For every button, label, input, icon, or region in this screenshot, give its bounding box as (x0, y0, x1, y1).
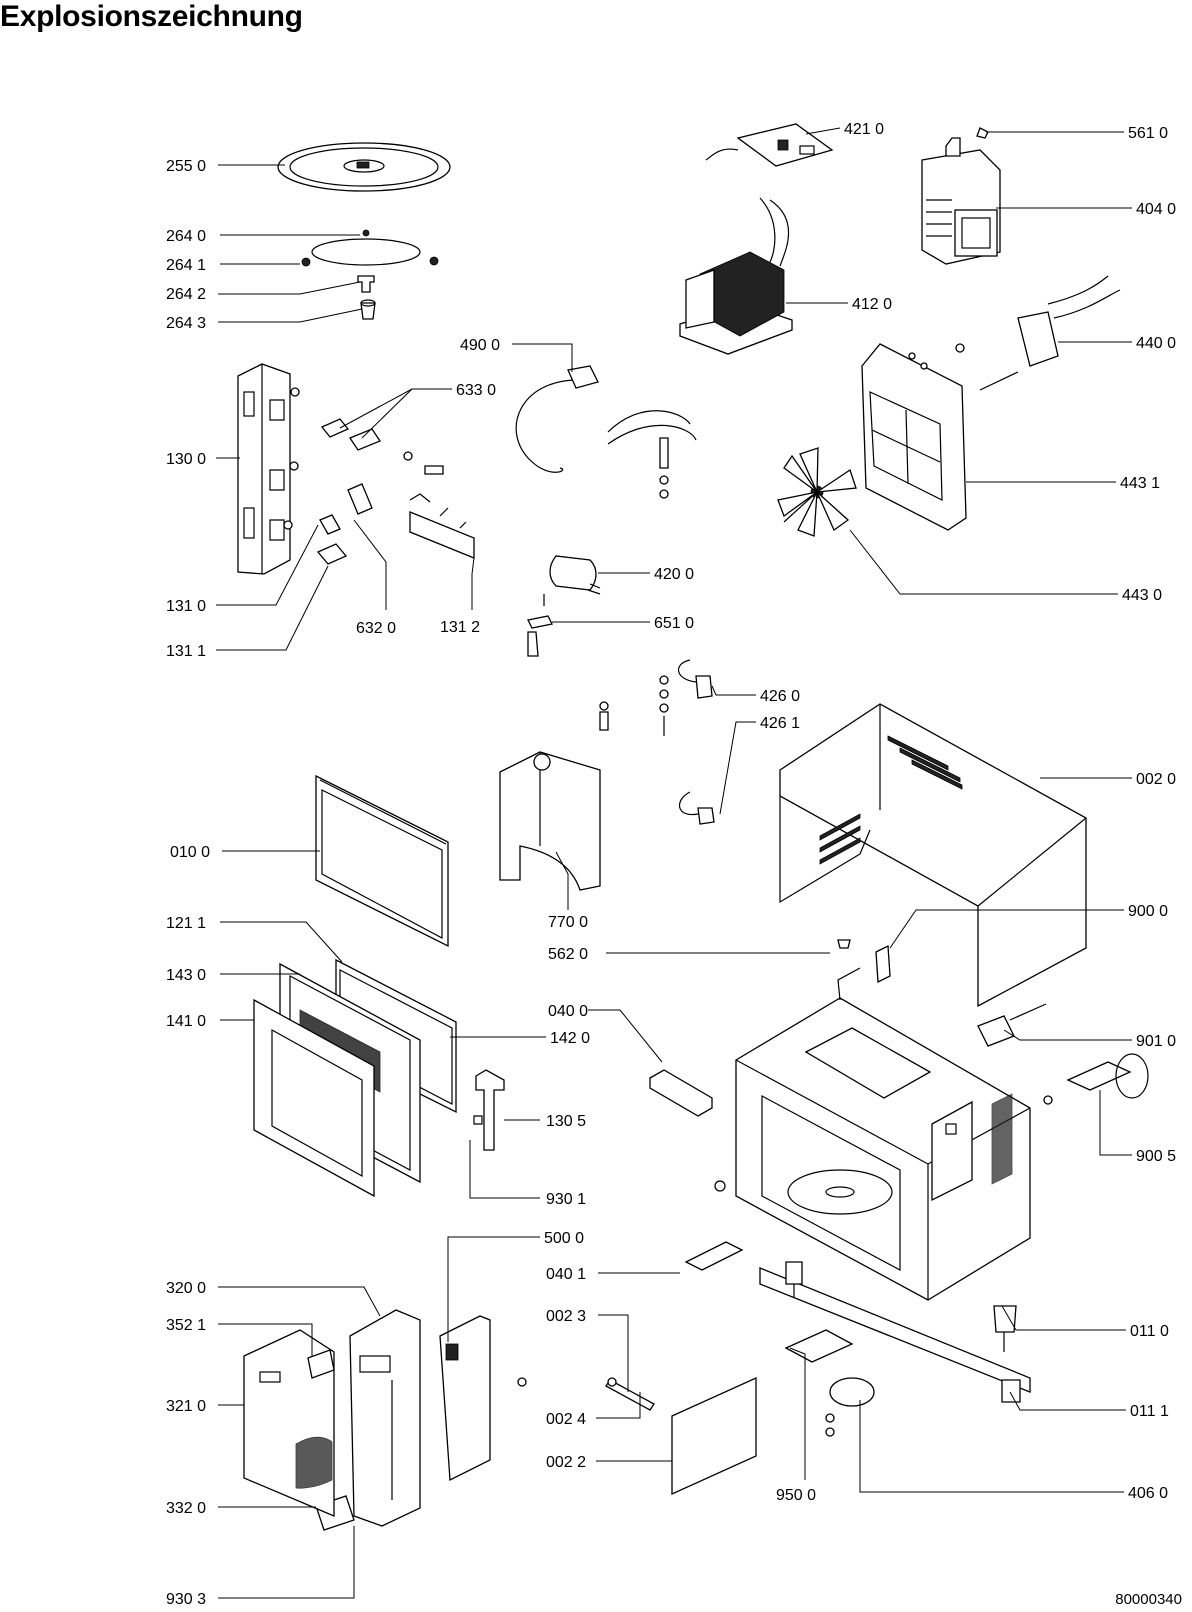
callout-0023: 002 3 (546, 1308, 586, 1325)
callout-4260: 426 0 (760, 688, 800, 705)
door-choke-frame (315, 774, 449, 948)
base-feet (759, 1261, 1031, 1403)
callout-6320: 632 0 (356, 620, 396, 637)
callout-1211: 121 1 (166, 915, 206, 932)
callout-4200: 420 0 (654, 566, 694, 583)
switch-bracket (409, 493, 475, 559)
fan-motor (955, 275, 1121, 391)
callout-0110: 011 0 (1130, 1323, 1169, 1340)
callout-9500: 950 0 (776, 1487, 816, 1504)
callout-labels: 255 0 264 0 264 1 264 2 264 3 130 0 633 … (166, 121, 1176, 1608)
lamp-socket (527, 594, 553, 657)
transformer (679, 197, 793, 355)
fan-housing (861, 343, 967, 531)
callout-4060: 406 0 (1128, 1485, 1168, 1502)
thermal-cutouts (599, 659, 715, 825)
roller-ring (301, 229, 439, 267)
callout-4431: 443 1 (1120, 475, 1160, 492)
callout-0111: 011 1 (1130, 1403, 1169, 1420)
control-panel (315, 1309, 527, 1531)
callout-9010: 901 0 (1136, 1033, 1176, 1050)
hinge-900-5 (1043, 1053, 1149, 1105)
panel-overlay (243, 1329, 335, 1517)
callout-4210: 421 0 (844, 121, 884, 138)
power-cord-fuse (515, 365, 697, 499)
callout-4040: 404 0 (1136, 201, 1176, 218)
door-hook (473, 1069, 505, 1151)
mounting-brackets (649, 939, 1047, 1271)
callout-5620: 562 0 (548, 946, 588, 963)
turntable-plate (277, 142, 451, 192)
coupler (357, 275, 376, 320)
callout-2641: 264 1 (166, 257, 206, 274)
callout-3521: 352 1 (166, 1317, 206, 1334)
callout-7700: 770 0 (548, 914, 588, 931)
callout-3320: 332 0 (166, 1500, 206, 1517)
callout-1311: 131 1 (166, 643, 206, 660)
callout-1420: 142 0 (550, 1030, 590, 1047)
micro-switches (316, 418, 444, 565)
leader-lines (216, 127, 1132, 1599)
callout-5610: 561 0 (1128, 125, 1168, 142)
control-board (705, 123, 834, 167)
callout-9005: 900 5 (1136, 1148, 1176, 1165)
magnetron (921, 127, 1001, 265)
callout-9301: 930 1 (546, 1191, 586, 1208)
door-latch-frame (237, 363, 300, 575)
door-assembly (253, 958, 457, 1198)
callout-0020: 002 0 (1136, 771, 1176, 788)
callout-2640: 264 0 (166, 228, 206, 245)
callout-5000: 500 0 (544, 1230, 584, 1247)
callout-6510: 651 0 (654, 615, 694, 632)
waveguide-bracket (499, 751, 601, 891)
callout-1310: 131 0 (166, 598, 206, 615)
callout-4400: 440 0 (1136, 335, 1176, 352)
callout-4120: 412 0 (852, 296, 892, 313)
callout-0400: 040 0 (548, 1003, 588, 1020)
callout-9303: 930 3 (166, 1591, 206, 1608)
callout-1305: 130 5 (546, 1113, 586, 1130)
stirrer-motor (784, 1329, 875, 1437)
callout-2550: 255 0 (166, 158, 206, 175)
document-number: 80000340 (1115, 1591, 1182, 1608)
callout-1312: 131 2 (440, 619, 480, 636)
callout-1430: 143 0 (166, 967, 206, 984)
callout-0401: 040 1 (546, 1266, 586, 1283)
callout-1300: 130 0 (166, 451, 206, 468)
callout-0024: 002 4 (546, 1411, 586, 1428)
callout-4900: 490 0 (460, 337, 500, 354)
callout-3200: 320 0 (166, 1280, 206, 1297)
fan-blade (777, 447, 857, 537)
callout-2643: 264 3 (166, 315, 206, 332)
callout-9000: 900 0 (1128, 903, 1168, 920)
callout-3210: 321 0 (166, 1398, 206, 1415)
cover-plate-screws (605, 1376, 757, 1496)
outer-cabinet (779, 703, 1087, 1008)
callout-6330: 633 0 (456, 382, 496, 399)
capacitor (549, 555, 601, 595)
callout-0100: 010 0 (170, 844, 210, 861)
callout-4261: 426 1 (760, 715, 800, 732)
callout-1410: 141 0 (166, 1013, 206, 1030)
callout-2642: 264 2 (166, 286, 206, 303)
oven-cavity (735, 967, 1031, 1301)
callout-0022: 002 2 (546, 1454, 586, 1471)
page-title: Explosionszeichnung (0, 0, 303, 33)
callout-4430: 443 0 (1122, 587, 1162, 604)
